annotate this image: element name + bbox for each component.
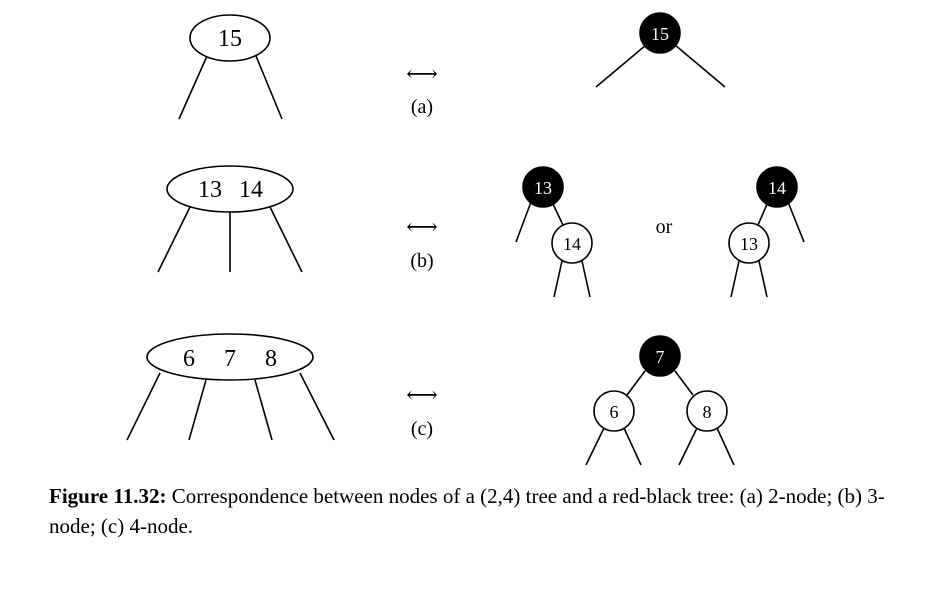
black-node — [756, 166, 798, 208]
caption-label: Figure 11.32: — [49, 484, 167, 508]
red-node — [686, 390, 728, 432]
two-node — [189, 14, 271, 62]
three-node-key: 13 — [198, 177, 222, 203]
edge — [178, 55, 208, 120]
correspondence-arrow: ⟷ — [406, 61, 438, 86]
tree-correspondence-diagram: 15 13 14 6 7 8 15 13 14 14 13 7 6 8 ⟷ (a… — [126, 12, 805, 466]
four-node-key: 8 — [265, 346, 277, 372]
red-node — [593, 390, 635, 432]
edge — [623, 427, 642, 466]
edge — [515, 201, 532, 243]
red-node-key: 14 — [563, 234, 581, 254]
row-label: (a) — [411, 96, 433, 118]
edge — [758, 260, 768, 298]
correspondence-arrow: ⟷ — [406, 214, 438, 239]
edge — [188, 379, 207, 441]
row-label: (b) — [410, 250, 433, 272]
edge — [551, 201, 564, 226]
three-node — [166, 165, 294, 213]
red-node-key: 13 — [740, 234, 758, 254]
black-node — [522, 166, 564, 208]
edge — [730, 260, 740, 298]
four-node-key: 6 — [183, 346, 195, 372]
black-node — [639, 12, 681, 54]
figure-caption: Figure 11.32: Correspondence between nod… — [49, 481, 889, 541]
edge — [674, 44, 726, 88]
red-node-key: 8 — [703, 402, 712, 422]
red-node — [551, 222, 593, 264]
black-node-key: 13 — [534, 178, 552, 198]
three-node-key: 14 — [239, 177, 263, 203]
or-text: or — [656, 216, 673, 238]
black-node — [639, 335, 681, 377]
edge — [716, 427, 735, 466]
edge — [581, 260, 591, 298]
edge — [126, 372, 161, 441]
edge — [299, 372, 335, 441]
four-node-key: 7 — [224, 346, 236, 372]
edge — [585, 427, 605, 466]
edge — [757, 201, 769, 226]
edge — [678, 427, 698, 466]
edge — [269, 206, 303, 273]
edge — [254, 379, 273, 441]
red-node — [728, 222, 770, 264]
black-node-key: 15 — [651, 24, 669, 44]
black-node-key: 7 — [656, 347, 665, 367]
two-node-key: 15 — [218, 26, 242, 52]
edge — [674, 370, 694, 396]
four-node — [146, 333, 314, 381]
row-label: (c) — [411, 418, 433, 440]
edge — [553, 260, 563, 298]
correspondence-arrow: ⟷ — [406, 382, 438, 407]
caption-text: Correspondence between nodes of a (2,4) … — [49, 484, 885, 538]
edge — [787, 201, 805, 243]
black-node-key: 14 — [768, 178, 786, 198]
edge — [255, 55, 283, 120]
edge — [626, 370, 646, 396]
edge — [595, 44, 647, 88]
edge — [157, 206, 191, 273]
red-node-key: 6 — [610, 402, 619, 422]
